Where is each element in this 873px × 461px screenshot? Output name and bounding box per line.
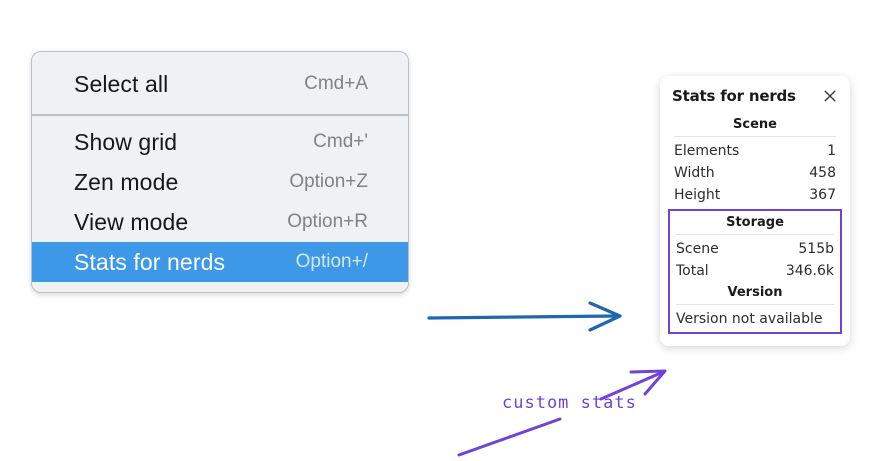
- panel-header: Stats for nerds: [672, 87, 838, 105]
- storage-heading: Storage: [726, 215, 784, 230]
- storage-section: Storage Scene 515b Total 346.6k: [674, 212, 836, 282]
- menu-item-show-grid[interactable]: Show grid Cmd+': [32, 122, 408, 162]
- stat-value: 458: [809, 165, 836, 181]
- scene-heading: Scene: [733, 117, 777, 132]
- arrow-right-icon: [427, 301, 622, 332]
- storage-divider: [676, 234, 834, 235]
- menu-group-selection: Select all Cmd+A: [32, 52, 408, 114]
- stat-row: Elements 1: [672, 140, 838, 162]
- version-section: Version Version not available: [674, 282, 836, 328]
- custom-stats-annotation-label: custom stats: [502, 393, 637, 413]
- menu-item-shortcut: Cmd+': [313, 131, 368, 152]
- stat-value: 1: [827, 143, 836, 159]
- menu-item-shortcut: Option+Z: [289, 171, 368, 192]
- stat-row: Width 458: [672, 162, 838, 184]
- menu-item-zen-mode[interactable]: Zen mode Option+Z: [32, 162, 408, 202]
- stat-value: 367: [809, 187, 836, 203]
- panel-title: Stats for nerds: [672, 87, 796, 105]
- close-icon[interactable]: [822, 88, 838, 104]
- version-heading: Version: [727, 285, 783, 300]
- menu-item-label: Select all: [74, 70, 169, 97]
- menu-item-select-all[interactable]: Select all Cmd+A: [32, 64, 408, 104]
- stat-value: 515b: [798, 241, 834, 257]
- stat-value: 346.6k: [785, 263, 834, 279]
- annotation-underline-stroke: [457, 417, 562, 457]
- menu-item-label: Stats for nerds: [74, 248, 226, 275]
- menu-item-shortcut: Option+R: [287, 211, 368, 232]
- menu-group-view: Show grid Cmd+' Zen mode Option+Z View m…: [32, 116, 408, 292]
- version-divider: [676, 304, 834, 305]
- stat-key: Total: [676, 263, 709, 279]
- stat-row: Height 367: [672, 184, 838, 206]
- menu-item-label: Zen mode: [74, 168, 179, 195]
- scene-section: Scene Elements 1 Width 458 Height 367: [672, 114, 838, 206]
- context-menu[interactable]: Select all Cmd+A Show grid Cmd+' Zen mod…: [31, 51, 409, 293]
- stats-for-nerds-panel: Stats for nerds Scene Elements 1 Width 4…: [660, 76, 850, 346]
- menu-item-label: View mode: [74, 208, 189, 235]
- scene-divider: [674, 136, 836, 137]
- stat-row: Total 346.6k: [674, 260, 836, 282]
- version-value: Version not available: [676, 311, 823, 327]
- menu-item-shortcut: Option+/: [295, 251, 368, 272]
- stat-key: Scene: [676, 241, 719, 257]
- stat-key: Elements: [674, 143, 740, 159]
- stat-key: Height: [674, 187, 721, 203]
- menu-separator: [32, 114, 408, 116]
- menu-item-view-mode[interactable]: View mode Option+R: [32, 202, 408, 242]
- menu-item-shortcut: Cmd+A: [304, 73, 368, 94]
- menu-item-stats-for-nerds[interactable]: Stats for nerds Option+/: [32, 242, 408, 282]
- stat-row: Scene 515b: [674, 238, 836, 260]
- custom-stats-highlight-box: Storage Scene 515b Total 346.6k Version …: [668, 209, 842, 334]
- menu-item-label: Show grid: [74, 128, 178, 155]
- stat-key: Width: [674, 165, 715, 181]
